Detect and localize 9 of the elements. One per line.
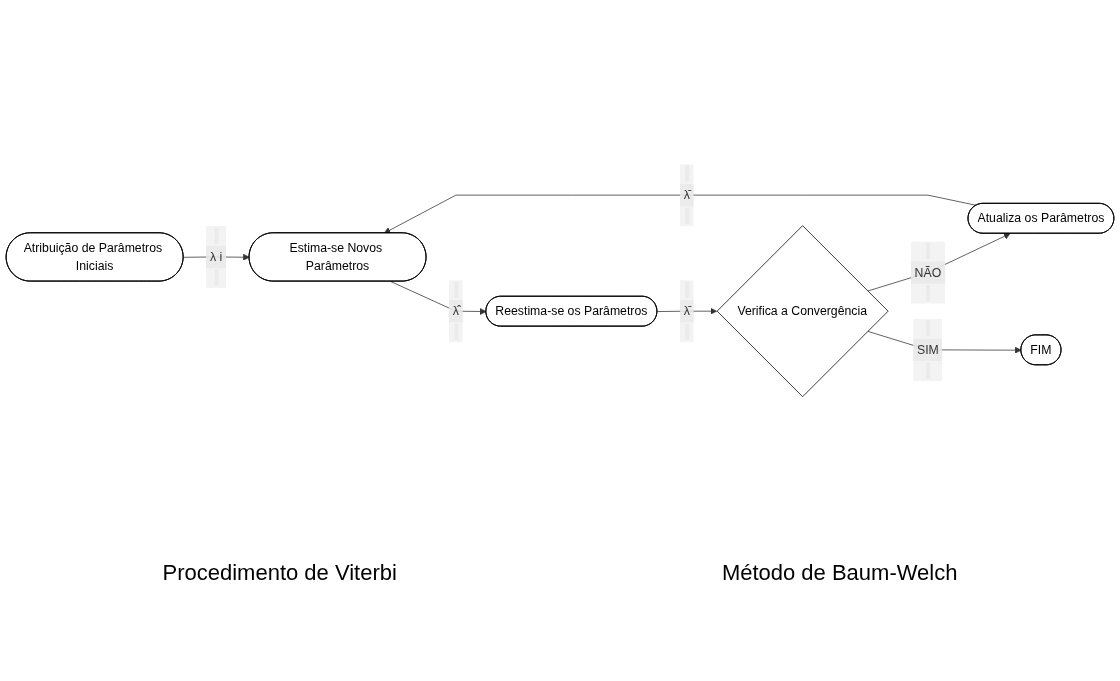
node-diamond: Verifica a Convergência [716, 224, 889, 397]
edge-label: λ̄ [683, 304, 690, 318]
edge-label: λ i [209, 249, 223, 263]
edge-label: λ̄ [683, 187, 690, 201]
method-name-text: Procedimento de Viterbi [162, 560, 397, 586]
edge-label: λ̂ [452, 304, 459, 318]
edge-label: NÃO [914, 265, 942, 279]
method-name-text: Método de Baum-Welch [721, 560, 958, 586]
edge-label: SIM [916, 342, 939, 356]
